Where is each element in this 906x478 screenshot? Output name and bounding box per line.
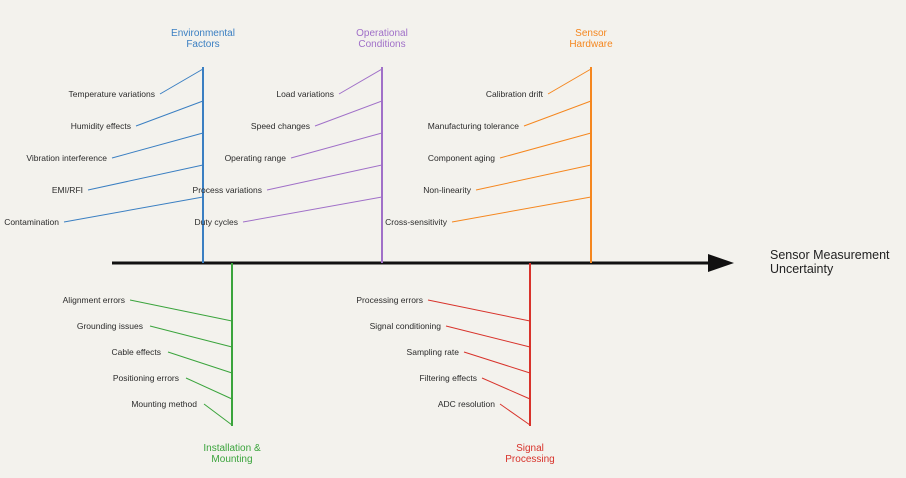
- cause-line: [427, 299, 531, 322]
- cause-label: Manufacturing tolerance: [428, 121, 519, 131]
- category-title-hardware-line1: Sensor: [575, 28, 607, 39]
- cause-line: [159, 68, 204, 95]
- category-signal: Processing errors Signal conditioning Sa…: [356, 263, 555, 465]
- cause-label: Calibration drift: [486, 89, 544, 99]
- category-title-operational-line2: Conditions: [358, 39, 405, 50]
- category-title-operational-line1: Operational: [356, 28, 408, 39]
- category-title-installation-line2: Mounting: [211, 454, 252, 465]
- cause-label: Cross-sensitivity: [385, 217, 448, 227]
- cause-label: Alignment errors: [63, 295, 125, 305]
- cause-line: [338, 68, 383, 95]
- cause-label: Non-linearity: [423, 185, 471, 195]
- category-title-environmental-line1: Environmental: [171, 28, 235, 39]
- cause-line: [445, 325, 531, 348]
- cause-line: [135, 100, 204, 127]
- cause-label: Temperature variations: [69, 89, 155, 99]
- category-title-hardware-line2: Hardware: [569, 39, 613, 50]
- cause-label: Grounding issues: [77, 321, 143, 331]
- cause-line: [185, 377, 233, 400]
- cause-label: ADC resolution: [438, 399, 495, 409]
- category-installation: Alignment errors Grounding issues Cable …: [63, 263, 261, 465]
- spine-arrowhead: [708, 254, 734, 272]
- cause-line: [547, 68, 592, 95]
- cause-line: [499, 403, 531, 426]
- category-hardware: Sensor Hardware Calibration drift Manufa…: [385, 28, 613, 263]
- cause-label: Process variations: [193, 185, 262, 195]
- cause-label: Component aging: [428, 153, 495, 163]
- cause-line: [111, 132, 204, 159]
- cause-label: Contamination: [4, 217, 59, 227]
- cause-line: [167, 351, 233, 374]
- cause-line: [242, 196, 383, 223]
- category-environmental: Environmental Factors Temperature variat…: [4, 28, 235, 263]
- category-title-signal-line1: Signal: [516, 443, 544, 454]
- cause-label: Vibration interference: [26, 153, 107, 163]
- cause-label: Filtering effects: [420, 373, 477, 383]
- cause-label: Positioning errors: [113, 373, 179, 383]
- cause-label: Duty cycles: [195, 217, 238, 227]
- category-operational: Operational Conditions Load variations S…: [193, 28, 408, 263]
- cause-line: [266, 164, 383, 191]
- cause-line: [475, 164, 592, 191]
- cause-label: Operating range: [225, 153, 287, 163]
- cause-label: EMI/RFI: [52, 185, 83, 195]
- cause-line: [203, 403, 233, 426]
- cause-line: [129, 299, 233, 322]
- effect-label-line1: Sensor Measurement: [770, 248, 890, 262]
- effect-label-line2: Uncertainty: [770, 262, 834, 276]
- cause-line: [463, 351, 531, 374]
- cause-line: [290, 132, 383, 159]
- cause-line: [451, 196, 592, 223]
- cause-line: [523, 100, 592, 127]
- cause-line: [63, 196, 204, 223]
- cause-line: [481, 377, 531, 400]
- category-title-environmental-line2: Factors: [186, 39, 219, 50]
- cause-label: Sampling rate: [407, 347, 460, 357]
- cause-line: [314, 100, 383, 127]
- cause-label: Load variations: [276, 89, 334, 99]
- cause-label: Humidity effects: [71, 121, 131, 131]
- cause-line: [499, 132, 592, 159]
- category-title-installation-line1: Installation &: [203, 443, 261, 454]
- cause-line: [87, 164, 204, 191]
- cause-label: Speed changes: [251, 121, 310, 131]
- cause-label: Processing errors: [356, 295, 423, 305]
- category-title-signal-line2: Processing: [505, 454, 554, 465]
- cause-label: Mounting method: [131, 399, 197, 409]
- cause-label: Cable effects: [112, 347, 161, 357]
- cause-line: [149, 325, 233, 348]
- cause-label: Signal conditioning: [370, 321, 442, 331]
